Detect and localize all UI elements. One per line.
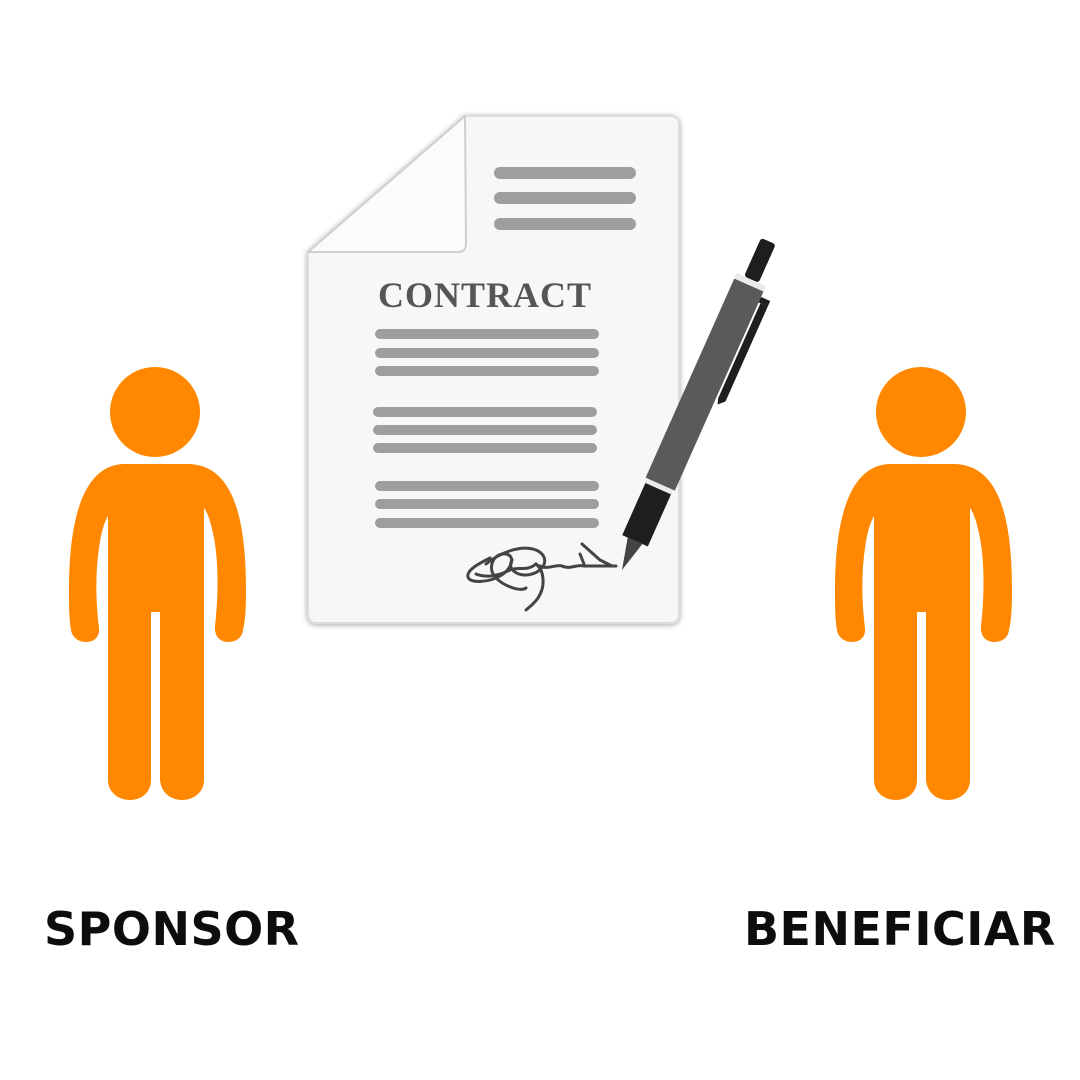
beneficiar-person-icon	[826, 360, 1016, 810]
pen-icon	[600, 215, 790, 585]
sponsor-label: SPONSOR	[44, 902, 300, 956]
signature-scribble	[466, 542, 618, 612]
contract-title: CONTRACT	[378, 275, 592, 315]
beneficiar-label: BENEFICIAR	[744, 902, 1056, 956]
sponsor-person-icon	[60, 360, 250, 810]
contract-document-icon: CONTRACT	[300, 108, 690, 638]
